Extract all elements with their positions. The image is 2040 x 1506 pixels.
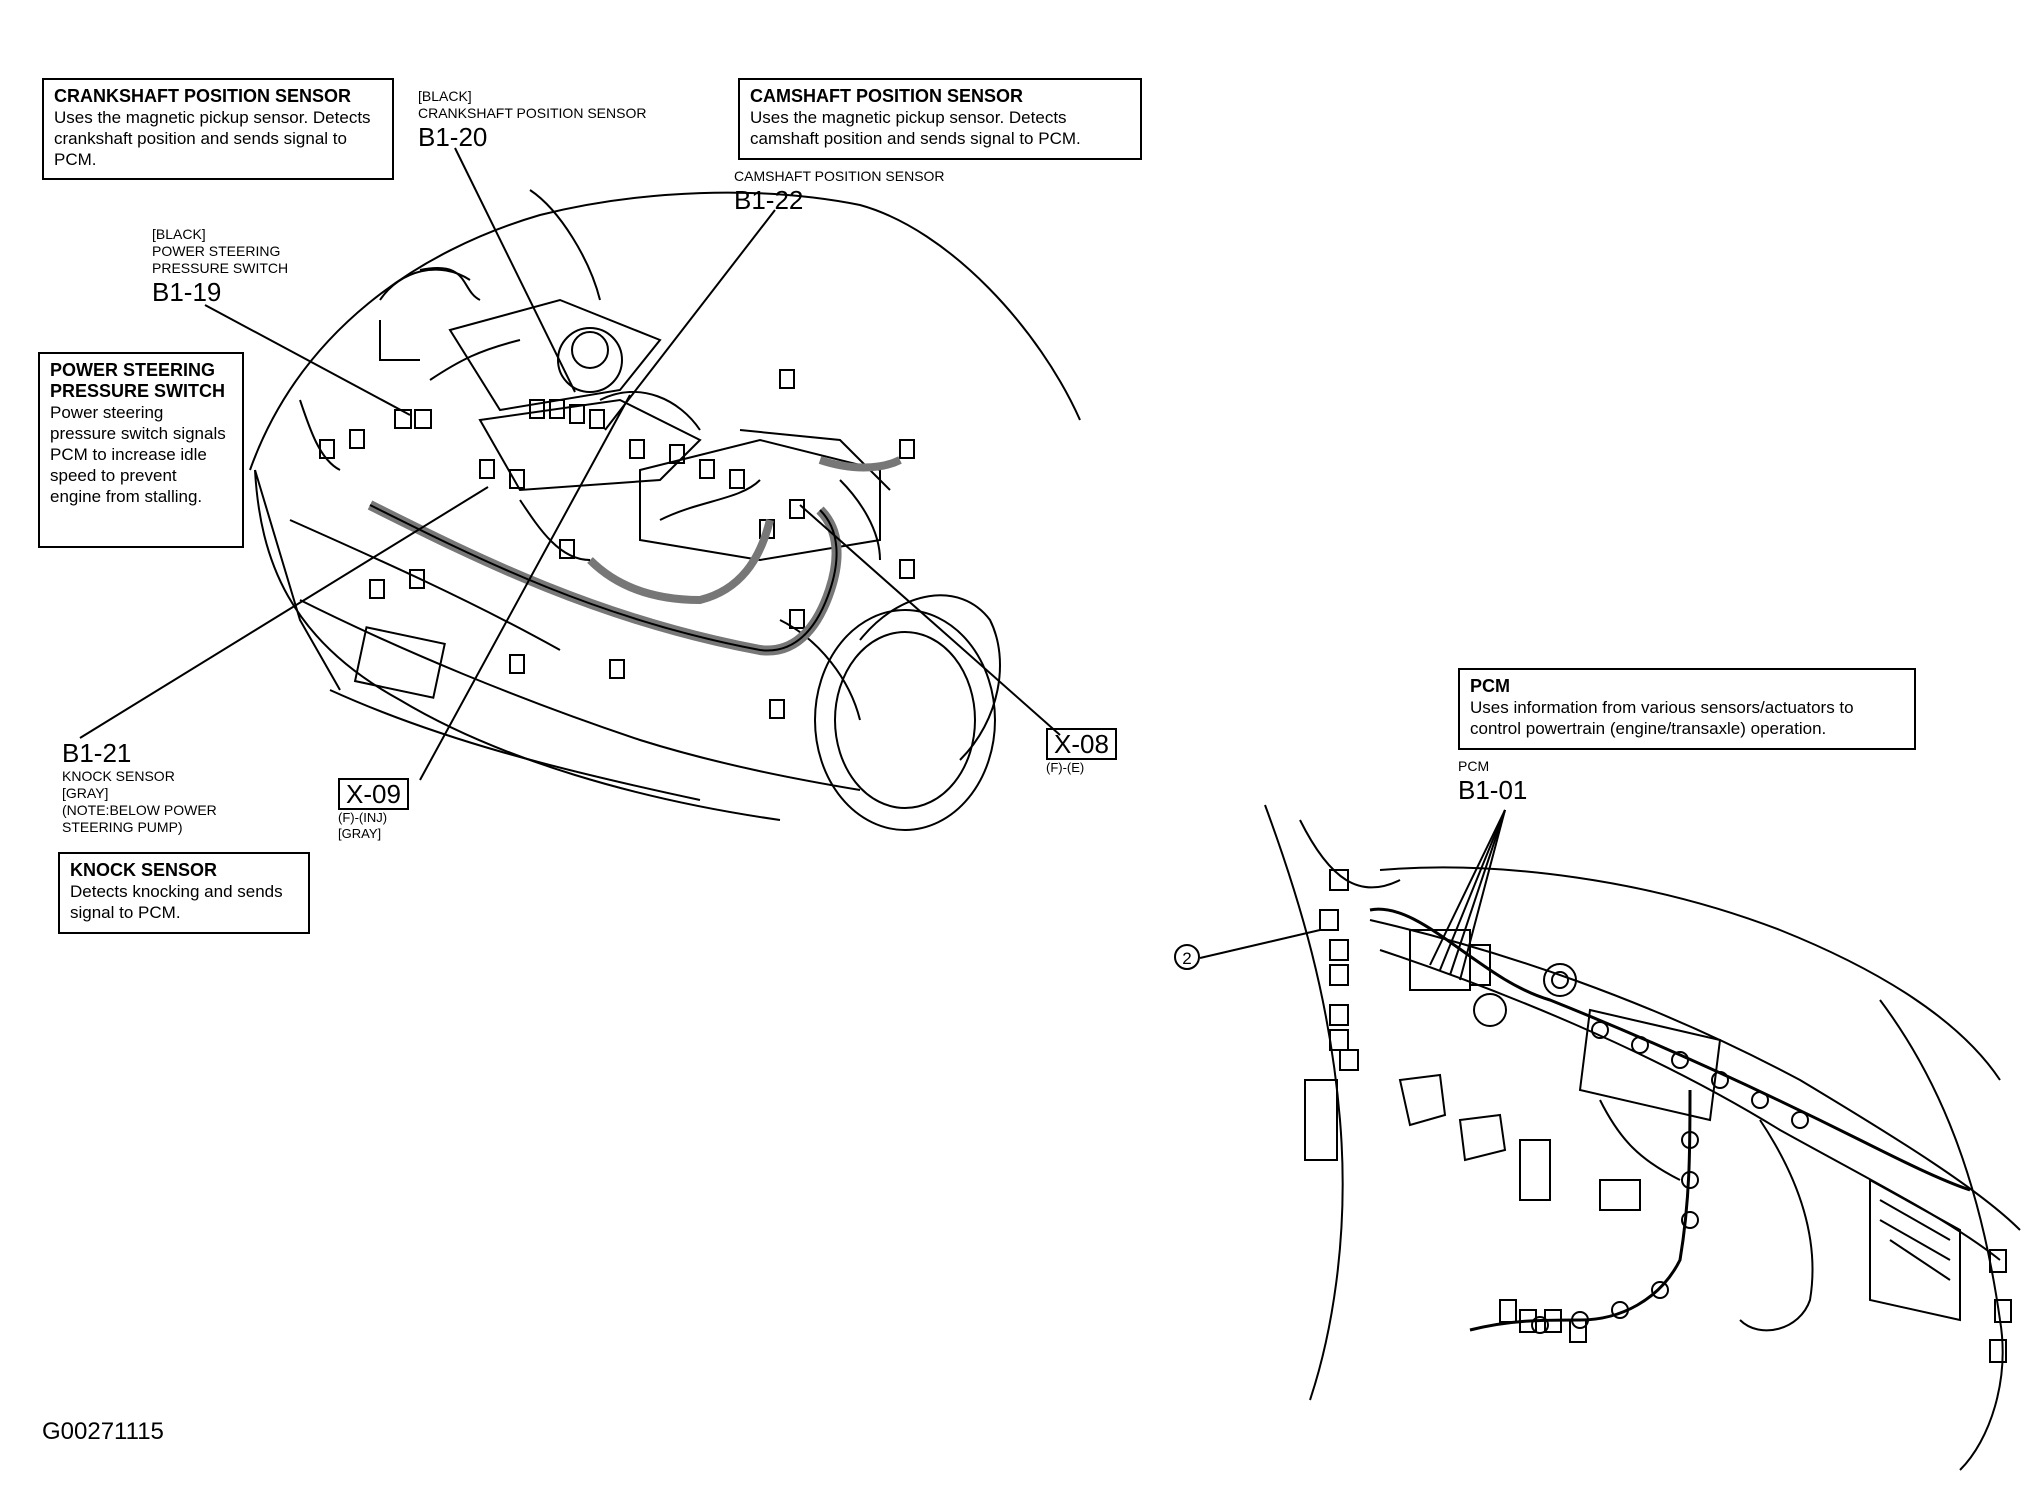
connector-code: B1-20: [418, 122, 488, 152]
connector-name: CRANKSHAFT POSITION SENSOR: [418, 105, 647, 121]
knock-sensor-callout: KNOCK SENSOR Detects knocking and sends …: [58, 852, 310, 934]
crankshaft-position-sensor-callout: CRANKSHAFT POSITION SENSOR Uses the magn…: [42, 78, 394, 180]
connector-code: B1-22: [734, 185, 804, 215]
leader-lines: [79, 147, 1506, 981]
connector-b1-20-label: [BLACK] CRANKSHAFT POSITION SENSOR B1-20: [418, 88, 646, 152]
callout-title: POWER STEERING PRESSURE SWITCH: [50, 360, 226, 401]
callout-title: CAMSHAFT POSITION SENSOR: [750, 86, 1024, 106]
connector-color: [BLACK]: [418, 88, 472, 104]
callout-title: CRANKSHAFT POSITION SENSOR: [54, 86, 352, 106]
reference-number-2: 2: [1174, 944, 1200, 970]
connector-note: STEERING PUMP): [62, 819, 183, 835]
connector-color: [BLACK]: [152, 226, 206, 242]
connector-name: PCM: [1458, 758, 1490, 774]
camshaft-position-sensor-callout: CAMSHAFT POSITION SENSOR Uses the magnet…: [738, 78, 1142, 160]
pcm-callout: PCM Uses information from various sensor…: [1458, 668, 1916, 750]
connector-code: B1-01: [1458, 775, 1528, 805]
connector-note: (NOTE:BELOW POWER: [62, 802, 217, 818]
connector-x-09-label: X-09 (F)-(INJ) [GRAY]: [338, 778, 409, 842]
connector-b1-01-label: PCM B1-01: [1458, 758, 1527, 805]
connector-color: [GRAY]: [62, 785, 109, 801]
callout-text: Uses the magnetic pickup sensor. Detects…: [750, 108, 1081, 148]
callout-text: Uses information from various sensors/ac…: [1470, 698, 1854, 738]
callout-text: Detects knocking and sends signal to PCM…: [70, 882, 283, 922]
connector-code: B1-21: [62, 738, 132, 768]
connector-name: POWER STEERING: [152, 243, 281, 259]
callout-text: Uses the magnetic pickup sensor. Detects…: [54, 108, 371, 169]
callout-title: PCM: [1470, 676, 1510, 696]
engine-bay-illustration: [249, 189, 1081, 831]
figure-id: G00271115: [42, 1418, 164, 1445]
connector-sub: (F)-(INJ): [338, 810, 388, 825]
connector-code: X-08: [1046, 728, 1117, 760]
callout-text: Power steering pressure switch signals P…: [50, 403, 226, 506]
connector-b1-22-label: CAMSHAFT POSITION SENSOR B1-22: [734, 168, 945, 215]
connector-name: KNOCK SENSOR: [62, 768, 175, 784]
connector-x-08-label: X-08 (F)-(E): [1046, 728, 1117, 776]
connector-name: PRESSURE SWITCH: [152, 260, 289, 276]
connector-code: X-09: [338, 778, 409, 810]
connector-sub: (F)-(E): [1046, 760, 1085, 775]
connector-code: B1-19: [152, 277, 222, 307]
power-steering-pressure-switch-callout: POWER STEERING PRESSURE SWITCH Power ste…: [38, 352, 244, 548]
connector-name: CAMSHAFT POSITION SENSOR: [734, 168, 945, 184]
connector-sub: [GRAY]: [338, 826, 382, 841]
dashboard-illustration: [1264, 804, 2021, 1471]
connector-b1-21-label: B1-21 KNOCK SENSOR [GRAY] (NOTE:BELOW PO…: [62, 738, 217, 836]
connector-b1-19-label: [BLACK] POWER STEERING PRESSURE SWITCH B…: [152, 226, 288, 307]
callout-title: KNOCK SENSOR: [70, 860, 218, 880]
